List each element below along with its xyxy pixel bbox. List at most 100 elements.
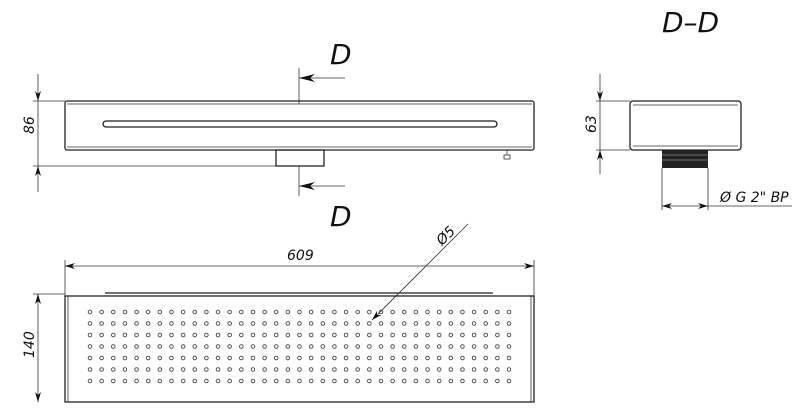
dim-length: 609 <box>287 248 314 264</box>
hole <box>367 378 372 384</box>
hole <box>285 344 291 349</box>
hole <box>99 367 104 372</box>
hole <box>273 378 279 384</box>
hole <box>460 378 465 384</box>
hole <box>285 332 291 338</box>
hole <box>99 309 104 315</box>
hole <box>483 344 488 349</box>
hole <box>285 321 291 326</box>
hole <box>239 355 244 361</box>
hole <box>425 321 430 326</box>
top-view: 609 140 Ø5 <box>22 223 535 403</box>
hole <box>204 344 209 349</box>
hole <box>483 367 488 372</box>
hole <box>87 367 93 372</box>
hole <box>157 344 163 349</box>
hole <box>262 367 267 372</box>
hole <box>297 378 302 384</box>
hole <box>180 378 186 384</box>
hole <box>471 378 477 384</box>
hole <box>134 309 139 315</box>
hole <box>413 332 419 338</box>
hole <box>495 321 500 326</box>
hole <box>320 332 326 338</box>
hole <box>320 355 326 361</box>
hole <box>367 355 372 361</box>
hole <box>227 378 232 384</box>
dim-height-section: 63 <box>584 115 600 133</box>
hole <box>436 309 442 315</box>
threaded-pipe <box>662 150 708 168</box>
hole <box>355 332 360 338</box>
hole <box>413 378 419 384</box>
hole <box>436 321 442 326</box>
hole <box>134 378 139 384</box>
hole <box>99 344 104 349</box>
hole <box>378 321 384 326</box>
hole <box>111 321 116 326</box>
hole <box>262 378 267 384</box>
hole <box>332 378 337 384</box>
hole <box>308 378 314 384</box>
hole <box>506 355 512 361</box>
hole <box>145 344 151 349</box>
hole <box>471 309 477 315</box>
hole <box>506 332 512 338</box>
hole <box>413 344 419 349</box>
hole <box>367 332 372 338</box>
hole <box>87 344 93 349</box>
section-mark-bottom: D <box>330 200 352 233</box>
hole <box>378 367 384 372</box>
hole <box>122 321 128 326</box>
hole <box>471 344 477 349</box>
hole <box>122 332 128 338</box>
hole <box>355 309 360 315</box>
hole <box>239 344 244 349</box>
hole <box>425 309 430 315</box>
hole <box>239 367 244 372</box>
section-mark-top: D <box>330 38 352 71</box>
hole <box>204 355 209 361</box>
hole <box>180 332 186 338</box>
fitting <box>503 150 511 160</box>
hole <box>215 332 221 338</box>
hole <box>506 378 512 384</box>
hole <box>122 355 128 361</box>
slot <box>102 120 498 128</box>
dim-hole-diameter: Ø5 <box>433 223 459 249</box>
hole <box>308 321 314 326</box>
hole <box>367 321 372 326</box>
hole <box>145 355 151 361</box>
hole <box>215 378 221 384</box>
hole <box>145 332 151 338</box>
hole <box>471 332 477 338</box>
hole <box>425 367 430 372</box>
hole <box>506 321 512 326</box>
hole <box>343 355 349 361</box>
hole <box>204 309 209 315</box>
hole <box>390 367 395 372</box>
hole <box>308 344 314 349</box>
hole <box>448 309 454 315</box>
hole <box>157 367 163 372</box>
hole <box>460 355 465 361</box>
hole <box>355 355 360 361</box>
hole <box>390 321 395 326</box>
hole <box>332 309 337 315</box>
hole <box>111 344 116 349</box>
hole <box>227 367 232 372</box>
hole <box>273 309 279 315</box>
hole <box>506 344 512 349</box>
hole <box>192 332 197 338</box>
hole <box>157 355 163 361</box>
hole <box>204 378 209 384</box>
hole <box>134 344 139 349</box>
hole <box>506 367 512 372</box>
hole <box>343 378 349 384</box>
hole <box>332 321 337 326</box>
hole <box>157 321 163 326</box>
hole <box>332 332 337 338</box>
hole <box>111 367 116 372</box>
hole <box>204 321 209 326</box>
hole <box>402 344 407 349</box>
